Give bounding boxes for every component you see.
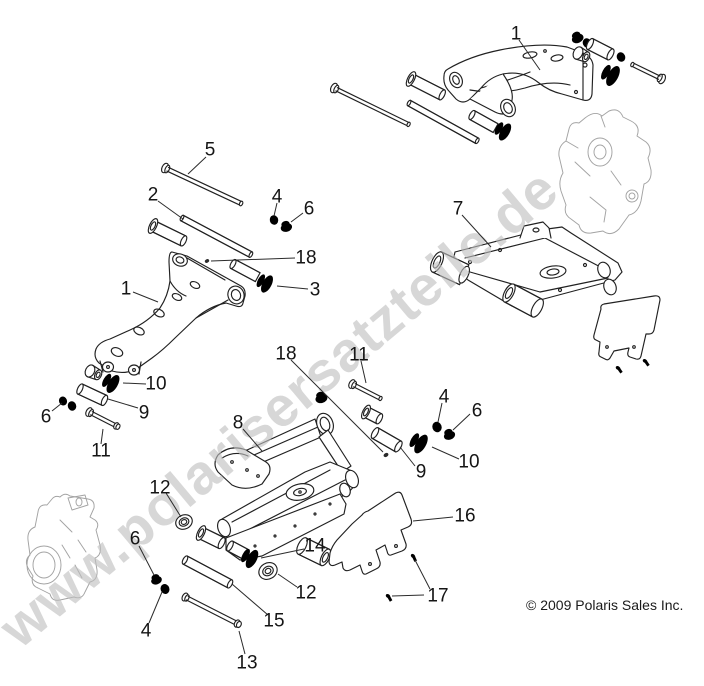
tube-15 — [181, 555, 234, 589]
callout-leader-10 — [431, 446, 460, 460]
callout-leader-6 — [452, 413, 471, 431]
callout-leader-11 — [360, 360, 367, 384]
callout-leader-12 — [277, 573, 298, 588]
callout-label-14: 14 — [304, 536, 326, 557]
callout-label-13: 13 — [236, 653, 257, 674]
tube-top-right — [406, 99, 480, 145]
tube-2 — [179, 214, 254, 258]
bolt-5 — [160, 162, 244, 207]
callout-label-6: 6 — [304, 199, 315, 220]
callout-leader-7 — [461, 214, 492, 248]
sleeve-top-right — [405, 71, 446, 101]
callout-label-18: 18 — [295, 248, 316, 269]
callout-leader-1 — [518, 39, 541, 71]
cap-washer-12-lower — [258, 562, 278, 580]
arm-upper-left — [94, 251, 246, 376]
callout-leader-6 — [51, 402, 63, 412]
callout-leader-11 — [100, 428, 104, 445]
tube-9-left — [76, 383, 109, 407]
callout-label-11: 11 — [349, 345, 369, 366]
callout-label-9: 9 — [416, 462, 427, 483]
callout-label-3: 3 — [310, 280, 321, 301]
callout-label-6: 6 — [130, 529, 141, 550]
callout-leader-4 — [148, 591, 163, 624]
callout-label-1: 1 — [511, 24, 522, 45]
callout-label-18: 18 — [275, 344, 296, 365]
hardware-cluster-left-mid — [57, 364, 123, 430]
hardware-center-right — [313, 379, 457, 458]
bushing-pin-top-right — [468, 109, 514, 143]
callout-leader-2 — [157, 200, 184, 220]
callout-leader-18 — [290, 359, 384, 453]
nut-6-bottom — [149, 572, 164, 587]
shield-right — [593, 295, 661, 361]
callout-leader-15 — [231, 583, 269, 616]
arm-upper-right — [443, 44, 594, 118]
callout-leader-9 — [107, 398, 139, 409]
callout-leader-9 — [399, 446, 416, 467]
callout-label-17: 17 — [427, 586, 448, 607]
arm-lower-right-7 — [429, 221, 623, 318]
bushing-10-center — [406, 429, 431, 456]
callout-label-7: 7 — [453, 199, 464, 220]
bolt-13 — [181, 592, 242, 629]
callout-leader-3 — [276, 285, 309, 290]
callout-leader-6 — [290, 212, 304, 223]
bolt-11-left — [85, 407, 121, 430]
callout-label-12: 12 — [295, 583, 316, 604]
knuckle-left-reference — [25, 493, 101, 601]
callout-label-9: 9 — [139, 403, 150, 424]
callout-leader-12 — [165, 492, 182, 518]
callout-label-4: 4 — [141, 621, 152, 642]
callout-leader-4 — [437, 402, 443, 423]
callout-leader-14 — [260, 548, 305, 559]
callout-label-8: 8 — [233, 413, 244, 434]
knuckle-right-reference — [558, 109, 652, 235]
hardware-center-bottom — [149, 514, 278, 629]
callout-leader-17 — [414, 559, 431, 590]
tube-9-center — [370, 427, 403, 453]
callout-label-15: 15 — [263, 611, 284, 632]
callout-label-12: 12 — [149, 478, 170, 499]
bolt-11-center — [348, 379, 383, 402]
screws-shield-right — [614, 358, 652, 375]
callout-label-11: 11 — [91, 441, 111, 462]
callout-label-10: 10 — [145, 374, 166, 395]
callout-leader-16 — [412, 516, 454, 522]
sleeve-2-inner — [147, 218, 188, 247]
callout-leader-8 — [242, 428, 263, 452]
pin-18-center — [383, 452, 389, 458]
callout-leader-18 — [210, 257, 296, 262]
pin-18-top — [204, 259, 210, 263]
callout-label-6: 6 — [41, 407, 52, 428]
callout-leader-4 — [273, 202, 278, 217]
hardware-cluster-top-right — [569, 29, 667, 89]
callout-label-4: 4 — [272, 187, 283, 208]
callout-label-2: 2 — [148, 185, 159, 206]
callout-leader-13 — [238, 630, 246, 655]
cap-washer-12-upper — [175, 514, 193, 530]
callout-label-1: 1 — [121, 279, 132, 300]
bolt-long-right — [329, 82, 411, 128]
copyright-text: © 2009 Polaris Sales Inc. — [526, 597, 683, 613]
shield-16 — [328, 491, 413, 575]
arm-lower-center-8 — [214, 412, 359, 567]
callout-leader-1 — [132, 291, 159, 303]
callout-leader-5 — [187, 156, 207, 175]
callout-label-4: 4 — [439, 387, 450, 408]
callout-leader-6 — [138, 545, 155, 576]
washer-4-center — [430, 420, 444, 434]
callout-label-5: 5 — [205, 140, 216, 161]
callout-label-6: 6 — [472, 401, 483, 422]
callout-label-16: 16 — [454, 506, 475, 527]
bushing-pin-3 — [229, 258, 276, 295]
sleeve-bottom-left — [195, 525, 226, 550]
callout-leader-17 — [391, 594, 425, 597]
callout-label-10: 10 — [458, 452, 479, 473]
callout-leader-10 — [122, 382, 147, 385]
sleeve-center — [360, 404, 384, 425]
